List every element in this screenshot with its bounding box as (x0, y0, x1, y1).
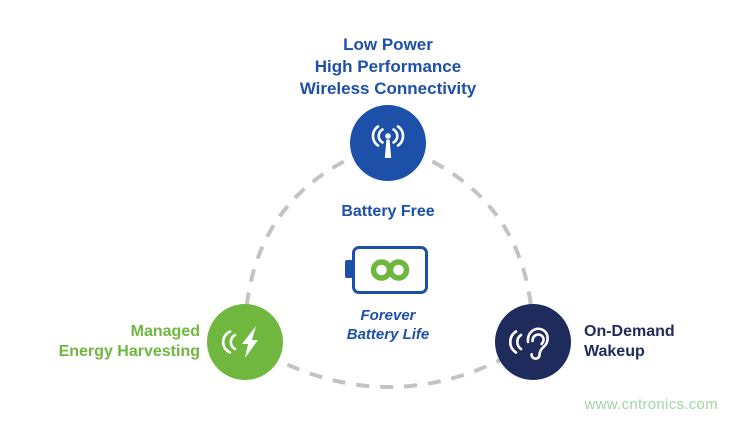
wireless-node-title: Low Power High Performance Wireless Conn… (238, 34, 538, 100)
forever-line: Forever (360, 307, 416, 324)
infinity-icon (370, 259, 410, 281)
forever-line: Battery Life (346, 326, 430, 343)
wakeup-label: On-Demand Wakeup (584, 322, 724, 362)
connector-arc-bottom (243, 340, 535, 389)
title-line: Wireless Connectivity (299, 79, 477, 98)
listening-ear-icon (509, 327, 549, 360)
title-line: Low Power (343, 35, 433, 54)
label-line: Managed (130, 323, 200, 340)
forever-battery-life-label: Forever Battery Life (238, 306, 538, 344)
title-line: High Performance (314, 57, 462, 76)
label-line: Energy Harvesting (58, 343, 200, 360)
wireless-power-bolt-icon (221, 326, 258, 358)
energy-harvesting-label: Managed Energy Harvesting (10, 322, 200, 362)
battery-icon (352, 246, 428, 294)
battery-terminal-nub (345, 260, 353, 278)
wakeup-node-circle (495, 304, 571, 380)
energy-harvesting-node-circle (207, 304, 283, 380)
broadcast-antenna-icon (371, 125, 405, 158)
watermark-url: www.cntronics.com (584, 396, 718, 413)
wireless-node-circle (350, 105, 426, 181)
label-line: Wakeup (584, 343, 645, 360)
label-line: On-Demand (584, 323, 675, 340)
battery-free-label: Battery Free (341, 203, 435, 220)
